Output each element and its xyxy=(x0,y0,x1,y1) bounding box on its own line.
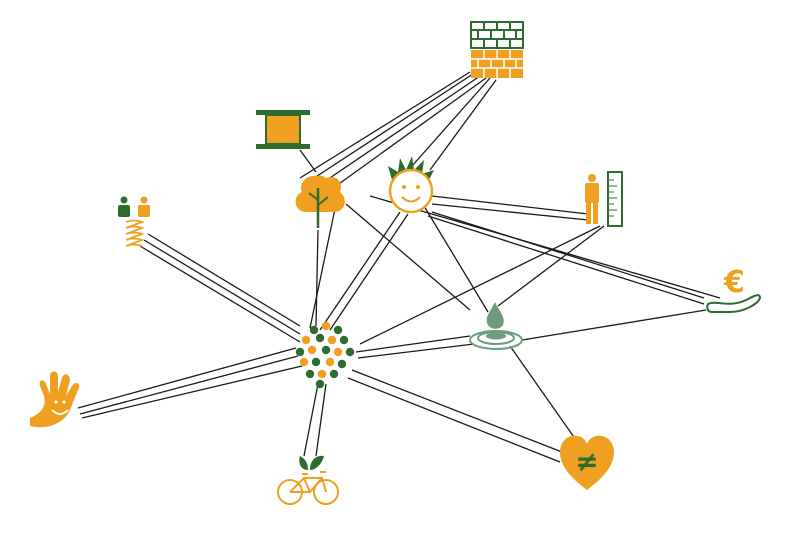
happy-face-icon xyxy=(388,156,434,214)
connection-line xyxy=(319,211,401,331)
connection-line xyxy=(497,225,605,307)
connection-line xyxy=(355,335,471,353)
seed-cluster-icon xyxy=(295,321,355,389)
connection-line xyxy=(509,345,577,441)
connection-line xyxy=(351,369,563,453)
tree-icon xyxy=(295,175,345,228)
connection-line xyxy=(431,211,705,299)
connection-line xyxy=(329,213,409,331)
connection-line xyxy=(347,377,561,463)
connection-line xyxy=(299,149,317,173)
svg-text:≠: ≠ xyxy=(575,445,598,478)
seed-dot xyxy=(309,325,319,335)
seed-dot xyxy=(299,357,309,367)
connection-line xyxy=(431,195,589,215)
connection-line xyxy=(147,233,301,327)
waving-hand-icon xyxy=(30,371,80,428)
connection-line xyxy=(411,77,491,167)
connection-line xyxy=(359,225,601,345)
heart-not-equal-icon: ≠ xyxy=(560,435,614,490)
connection-line xyxy=(303,383,319,457)
water-drop-icon xyxy=(469,302,523,350)
seed-dot xyxy=(337,359,347,369)
seed-dot xyxy=(327,335,337,345)
seed-dot xyxy=(321,321,331,331)
connection-lines xyxy=(77,71,721,463)
connection-line xyxy=(143,239,301,335)
seed-dot xyxy=(307,345,317,355)
connection-line xyxy=(423,205,489,313)
connection-line xyxy=(79,355,299,415)
connection-line xyxy=(299,71,471,179)
connection-line xyxy=(521,309,707,341)
connection-line xyxy=(427,215,705,305)
seed-dot xyxy=(317,369,327,379)
seed-dot xyxy=(305,369,315,379)
connection-line xyxy=(309,203,337,329)
connection-line xyxy=(315,229,319,327)
connection-line xyxy=(357,343,475,359)
connection-line xyxy=(369,195,721,299)
seed-dot xyxy=(301,335,311,345)
connection-line xyxy=(335,77,487,187)
seed-dot xyxy=(329,369,339,379)
wood-spool-icon xyxy=(256,110,310,149)
seed-dot xyxy=(339,335,349,345)
connection-line xyxy=(345,203,471,311)
seed-dot xyxy=(315,333,325,343)
svg-text:€: € xyxy=(723,265,745,300)
seed-dot xyxy=(333,325,343,335)
seed-dot xyxy=(345,347,355,357)
connection-line xyxy=(139,245,301,343)
connection-line xyxy=(77,347,297,409)
brick-wall-icon xyxy=(470,21,524,78)
connection-line xyxy=(307,71,477,183)
seed-dot xyxy=(311,357,321,367)
seed-dot xyxy=(295,347,305,357)
connection-line xyxy=(315,383,327,457)
seed-dot xyxy=(315,379,325,389)
seed-dot xyxy=(321,345,331,355)
connection-line xyxy=(81,365,303,419)
euro-hand-icon: € xyxy=(706,265,762,313)
height-measure-icon xyxy=(585,171,623,227)
people-on-spring-icon xyxy=(118,196,150,247)
bicycle-icon xyxy=(277,455,339,505)
connection-line xyxy=(431,203,589,221)
connection-line xyxy=(429,79,497,171)
seed-dot xyxy=(325,357,335,367)
connection-line xyxy=(317,75,481,187)
seed-dot xyxy=(333,347,343,357)
